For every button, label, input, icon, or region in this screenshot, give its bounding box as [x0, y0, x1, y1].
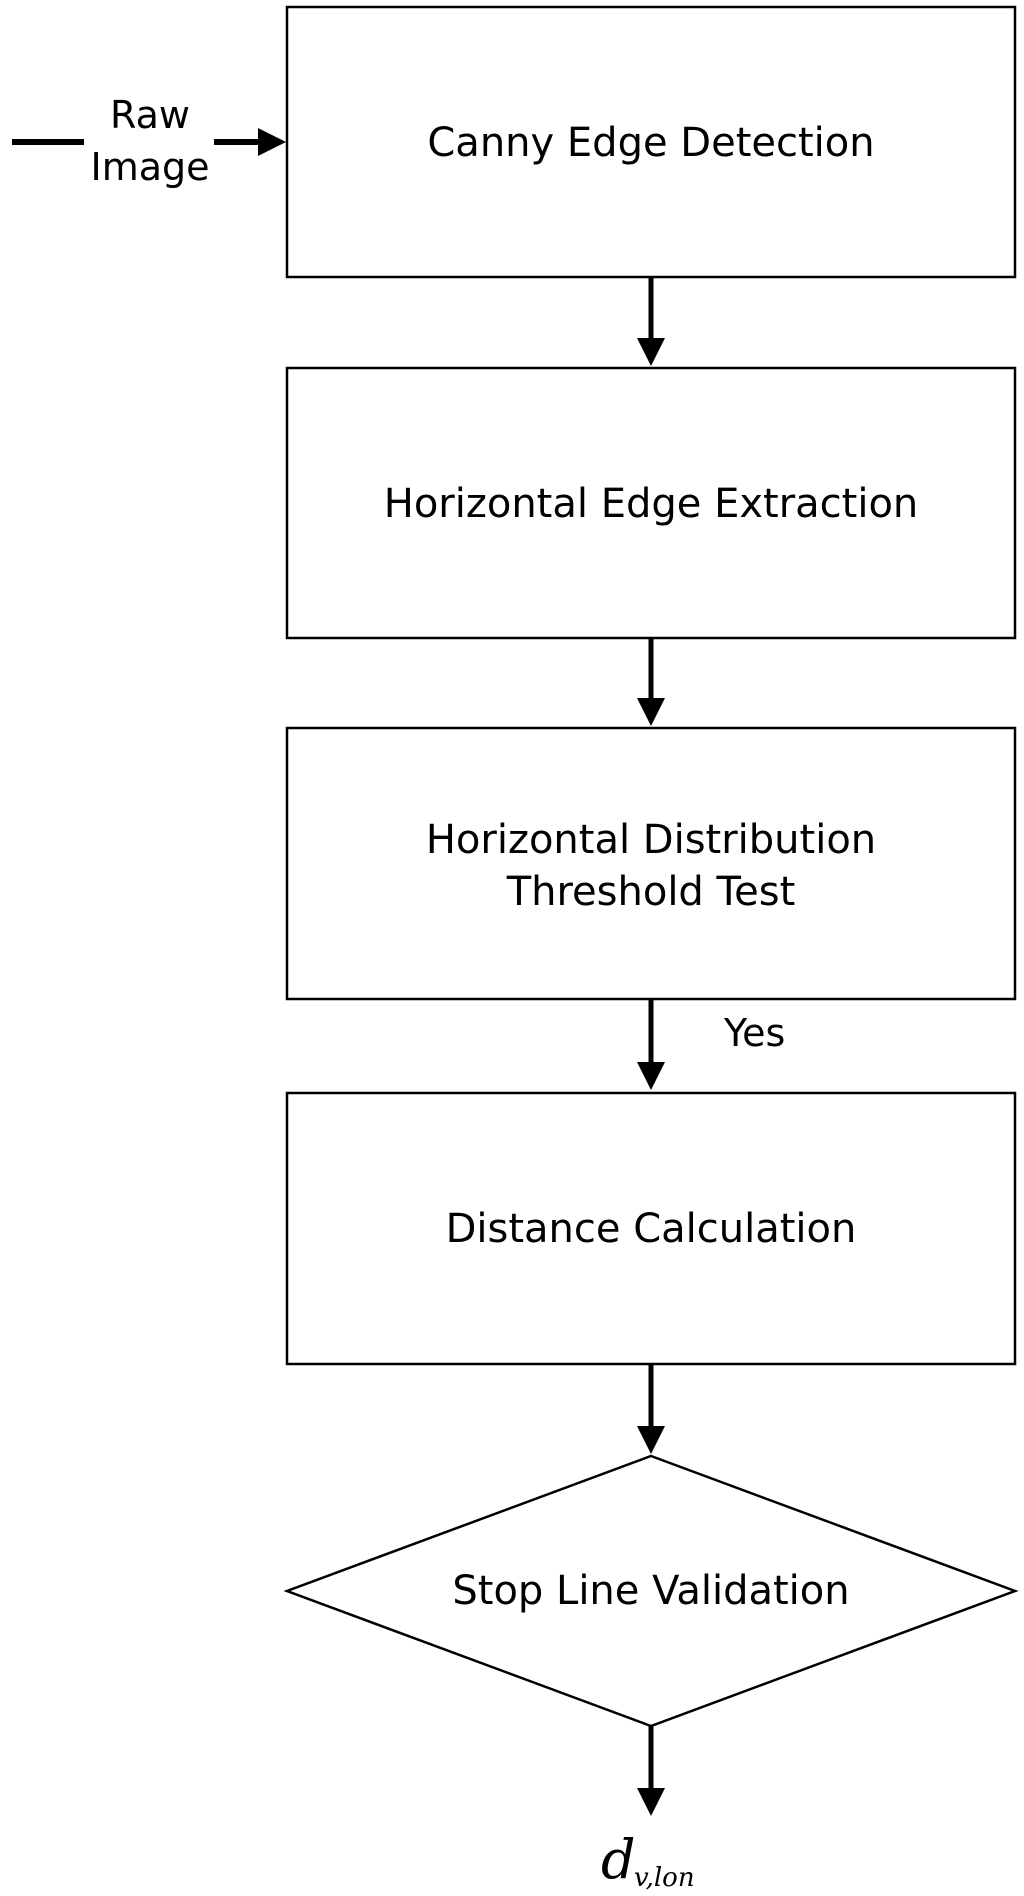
node-threshold-test: Horizontal Distribution Threshold Test — [285, 726, 1017, 1001]
process-box-distance — [285, 1091, 1017, 1366]
arrowhead-down — [637, 1788, 665, 1816]
node-label-canny: Canny Edge Detection — [427, 120, 874, 166]
arrowhead-down — [637, 1426, 665, 1454]
node-label-horizontal-edge: Horizontal Edge Extraction — [384, 481, 919, 527]
arrow-distance-to-validation — [637, 1364, 665, 1454]
node-label-validation: Stop Line Validation — [452, 1568, 849, 1614]
arrow-validation-to-output — [637, 1726, 665, 1816]
arrow-threshold-to-distance: Yes — [637, 999, 785, 1090]
output-symbol: d v,lon — [601, 1828, 695, 1893]
process-box-canny — [285, 5, 1017, 279]
node-label-threshold-line2: Threshold Test — [506, 869, 796, 915]
input-label-line1: Raw — [110, 93, 190, 137]
node-distance-calculation: Distance Calculation — [285, 1091, 1017, 1366]
process-box-horizontal-edge — [285, 366, 1017, 640]
yes-label: Yes — [723, 1011, 785, 1055]
arrowhead-down — [637, 698, 665, 726]
input-label-line2: Image — [90, 145, 209, 189]
arrowhead-down — [637, 338, 665, 366]
process-box-threshold-test — [285, 726, 1017, 1001]
arrow-horizontal-to-threshold — [637, 638, 665, 726]
node-canny-edge-detection: Canny Edge Detection — [285, 5, 1017, 279]
node-horizontal-edge-extraction: Horizontal Edge Extraction — [285, 366, 1017, 640]
arrowhead-down — [637, 1062, 665, 1090]
output-symbol-main: d — [601, 1828, 636, 1891]
input-arrow: Raw Image — [12, 93, 286, 189]
output-symbol-subscript: v,lon — [634, 1863, 695, 1893]
input-arrowhead — [258, 128, 286, 156]
node-stop-line-validation: Stop Line Validation — [283, 1454, 1019, 1728]
arrow-canny-to-horizontal — [637, 277, 665, 366]
node-label-threshold-line1: Horizontal Distribution — [426, 817, 876, 863]
node-label-distance: Distance Calculation — [446, 1206, 857, 1252]
